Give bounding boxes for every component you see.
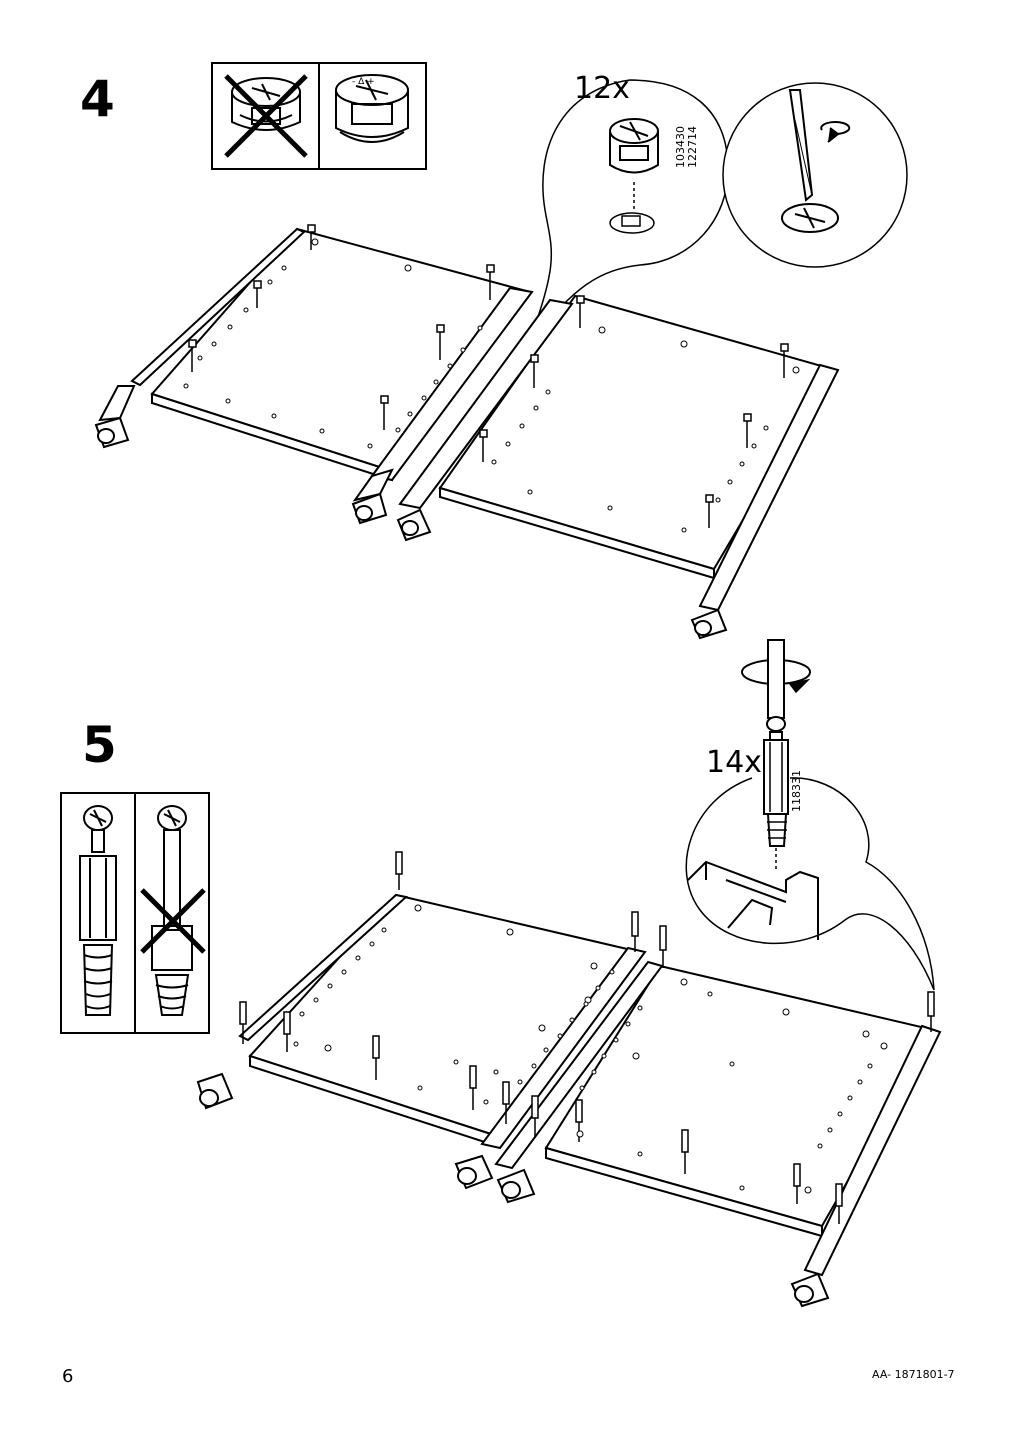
step4-panels	[96, 229, 838, 638]
step5-dowels	[240, 852, 934, 1224]
step5-dowel-callout	[686, 778, 934, 990]
page-number: 6	[62, 1366, 74, 1387]
dowel-orientation-box	[61, 793, 209, 1033]
step4-quantity: 12x	[574, 71, 630, 106]
dowel-wrong-icon	[142, 806, 204, 1015]
step5-holes	[294, 905, 887, 1193]
step5-panels	[198, 895, 940, 1306]
step4-holes	[184, 239, 799, 532]
dowel-correct-icon	[80, 806, 116, 1015]
step5-dowel-install	[742, 640, 810, 846]
step5-part-number: 118331	[790, 770, 803, 812]
svg-text:- Δ +: - Δ +	[352, 77, 375, 87]
cam-lock-correct-icon: - Δ +	[336, 75, 408, 142]
step4-part-number-2: 122714	[686, 126, 699, 168]
step-5-number: 5	[82, 716, 117, 774]
step-4-number: 4	[80, 70, 115, 128]
cam-lock-wrong-icon	[226, 76, 306, 156]
document-code: AA- 1871801-7	[872, 1368, 955, 1381]
cam-lock-orientation-box: - Δ +	[212, 63, 426, 169]
step5-quantity: 14x	[706, 745, 762, 780]
step4-part-number-1: 103430	[674, 126, 687, 168]
step4-cam-posts	[189, 225, 788, 528]
screwdriver-callout	[723, 83, 907, 267]
